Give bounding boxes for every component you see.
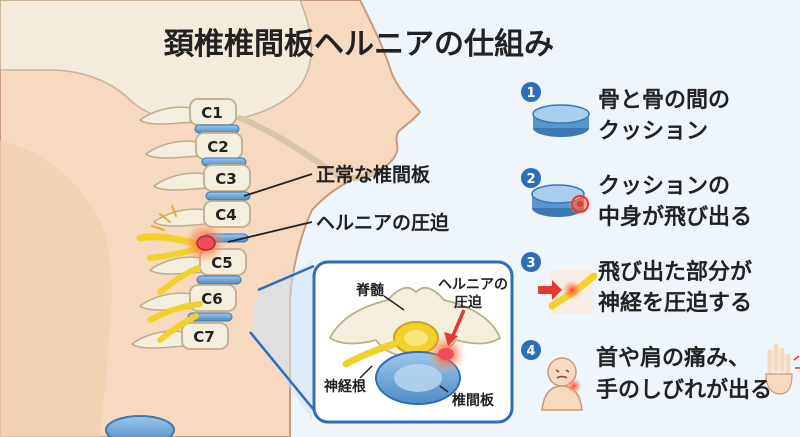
cervical-spine — [130, 98, 251, 350]
normal-disc-label: 正常な椎間板 — [316, 163, 431, 186]
vertebra-label-c2: C2 — [207, 138, 228, 156]
step-4-badge — [521, 340, 541, 360]
step-2: 2 クッションの 中身が飛び出る — [521, 168, 752, 230]
vertebra-c4 — [203, 200, 251, 228]
inset-spinal-cord-label: 脊髄 — [355, 282, 385, 299]
step-4: 4 首や肩の痛み、 手のしびれが出る — [521, 340, 800, 411]
vertebra-label-c3: C3 — [215, 170, 236, 188]
step-1-line1: 骨と骨の間の — [598, 88, 730, 113]
step-1-badge — [521, 82, 541, 102]
page-title: 頚椎椎間板ヘルニアの仕組み — [163, 27, 554, 62]
vertebra-label-c4: C4 — [215, 206, 236, 224]
step-4-line1: 首や肩の痛み、 — [596, 345, 750, 371]
herniated-disc — [196, 235, 216, 251]
vertebra-process-c3 — [152, 172, 207, 191]
disc-c5-c6 — [196, 275, 242, 285]
step-4-number: 4 — [526, 344, 535, 359]
step-1-number: 1 — [526, 86, 535, 101]
inset-herniation-label-2: 圧迫 — [454, 294, 483, 311]
vertebra-process-c1 — [138, 106, 193, 125]
vertebra-c7 — [181, 322, 229, 350]
vertebra-label-c6: C6 — [201, 290, 222, 308]
herniated-disc-icon — [531, 184, 592, 217]
zoom-line-top — [257, 264, 315, 292]
disc-c1-c2 — [194, 124, 240, 134]
pain-spark-lines — [151, 205, 177, 231]
inset-herniation-label-1: ヘルニアの — [438, 277, 508, 293]
step-2-line2: 中身が飛び出る — [598, 204, 752, 230]
vertebra-label-c1: C1 — [201, 104, 222, 122]
vertebra-process-c2 — [144, 140, 199, 159]
inset-nerve-root-label: 神経根 — [324, 378, 367, 395]
step-4-line2: 手のしびれが出る — [596, 377, 772, 403]
step-3-badge — [521, 252, 541, 272]
vertebra-label-c7: C7 — [193, 328, 214, 346]
nerve-compression-icon — [538, 270, 598, 314]
herniation-leader — [227, 221, 313, 243]
step-3-number: 3 — [526, 256, 535, 271]
neck-back-tissue — [0, 140, 112, 437]
hand-numbness-icon — [765, 343, 800, 395]
disc-c3-c4 — [205, 191, 251, 201]
zoom-connector — [250, 262, 312, 420]
step-3: 3 飛び出た部分が 神経を圧迫する — [521, 252, 752, 316]
jaw-bone — [237, 115, 375, 182]
herniation-label: ヘルニアの圧迫 — [316, 211, 449, 234]
step-2-badge — [521, 168, 541, 188]
step-1: 1 骨と骨の間の クッション — [521, 82, 730, 144]
step-2-number: 2 — [526, 172, 535, 187]
vertebra-c3 — [203, 164, 251, 192]
lower-disc-hint — [105, 415, 175, 437]
disc-icon — [532, 104, 590, 137]
inset-disc-label: 椎間板 — [451, 392, 495, 409]
step-1-line2: クッション — [598, 119, 708, 144]
step-3-line1: 飛び出た部分が — [598, 259, 752, 285]
zoom-line-bottom — [249, 331, 315, 411]
inset-cross-section — [312, 260, 514, 424]
normal-disc-leader — [243, 173, 313, 197]
step-3-line2: 神経を圧迫する — [598, 290, 752, 316]
vertebra-label-c5: C5 — [211, 254, 232, 272]
neck-pain-person-icon — [541, 357, 583, 411]
step-2-line1: クッションの — [598, 174, 730, 199]
